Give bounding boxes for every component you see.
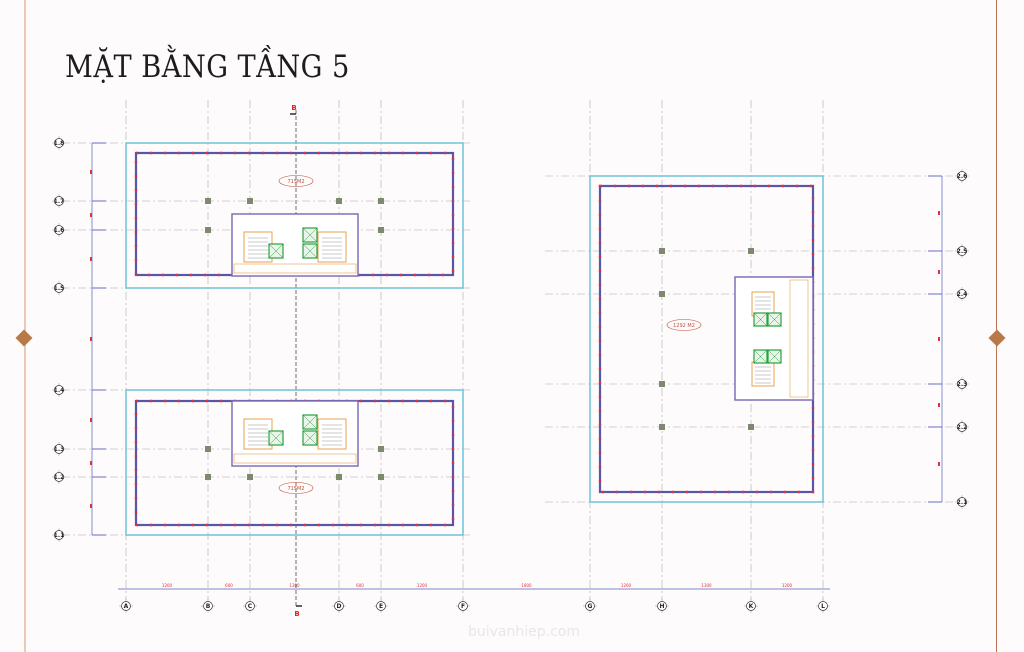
structural-column	[336, 474, 342, 480]
stair	[317, 418, 347, 450]
grid-bubble-F: F	[456, 599, 470, 613]
structural-column	[659, 424, 665, 430]
svg-text:2.2: 2.2	[957, 424, 968, 431]
area-label-ellipse	[278, 175, 314, 187]
svg-text:E: E	[379, 603, 383, 610]
svg-text:B: B	[206, 603, 211, 610]
grid-bubble-2.3: 2.3	[955, 377, 969, 391]
grid-bubble-1.4: 1.4	[52, 383, 66, 397]
structural-column	[659, 248, 665, 254]
structural-column	[748, 248, 754, 254]
svg-text:1.8: 1.8	[54, 140, 65, 147]
right-frame-line	[996, 0, 997, 652]
grid-bubble-2.2: 2.2	[955, 420, 969, 434]
svg-text:1.5: 1.5	[54, 285, 65, 292]
area-label: 715M2	[287, 179, 304, 185]
grid-bubble-1.5: 1.5	[52, 281, 66, 295]
watermark: buivanhiep.com	[468, 624, 580, 640]
svg-text:1.4: 1.4	[54, 387, 65, 394]
structural-column	[748, 424, 754, 430]
grid-bubble-1.7: 1.7	[52, 194, 66, 208]
dimension-text: 1200	[621, 583, 632, 588]
svg-text:K: K	[749, 603, 754, 610]
dimension-text: 1300	[289, 583, 300, 588]
structural-column	[205, 227, 211, 233]
structural-column	[205, 446, 211, 452]
area-label-ellipse	[278, 482, 314, 494]
grid-bubble-1.8: 1.8	[52, 136, 66, 150]
section-marker-bottom: B	[294, 610, 299, 618]
area-label: 1292 M2	[673, 323, 695, 329]
grid-bubble-C: C	[243, 599, 257, 613]
svg-text:2.4: 2.4	[957, 291, 968, 298]
stair	[317, 231, 347, 263]
grid-bubble-E: E	[374, 599, 388, 613]
structural-column	[205, 198, 211, 204]
grid-bubble-2.1: 2.1	[955, 495, 969, 509]
grid-bubble-L: L	[816, 599, 830, 613]
grid-bubble-H: H	[655, 599, 669, 613]
toilet-row	[233, 453, 357, 464]
svg-text:1.6: 1.6	[54, 227, 65, 234]
toilet-row	[233, 263, 357, 274]
area-label-ellipse	[666, 319, 702, 331]
svg-text:A: A	[124, 603, 129, 610]
dimension-text: 1800	[521, 583, 532, 588]
grid-bubble-A: A	[119, 599, 133, 613]
core-tower-2	[734, 276, 814, 401]
grid-bubble-2.5: 2.5	[955, 244, 969, 258]
grid-bubble-B: B	[201, 599, 215, 613]
svg-text:1.3: 1.3	[54, 446, 65, 453]
svg-text:2.1: 2.1	[957, 499, 968, 506]
dimension-text: 1300	[701, 583, 712, 588]
svg-text:1.2: 1.2	[54, 474, 65, 481]
svg-text:2.6: 2.6	[957, 173, 968, 180]
structural-column	[659, 381, 665, 387]
svg-text:D: D	[337, 603, 342, 610]
svg-text:C: C	[248, 603, 253, 610]
section-marker-top: B	[291, 104, 296, 112]
structural-column	[378, 198, 384, 204]
structural-column	[378, 227, 384, 233]
grid-bubble-D: D	[332, 599, 346, 613]
left-frame-line	[24, 0, 26, 652]
grid-bubble-1.1: 1.1	[52, 528, 66, 542]
svg-text:1.1: 1.1	[54, 532, 65, 539]
area-label: 715M2	[287, 486, 304, 492]
structural-column	[247, 198, 253, 204]
grid-bubble-K: K	[744, 599, 758, 613]
structural-column	[247, 474, 253, 480]
grid-bubble-2.6: 2.6	[955, 169, 969, 183]
svg-text:2.3: 2.3	[957, 381, 968, 388]
core-tower-1-south	[231, 400, 359, 467]
grid-bubble-2.4: 2.4	[955, 287, 969, 301]
svg-text:L: L	[821, 603, 825, 610]
dimension-text: 1200	[782, 583, 793, 588]
svg-text:1.7: 1.7	[54, 198, 65, 205]
structural-column	[205, 474, 211, 480]
dimension-text: 600	[356, 583, 364, 588]
structural-column	[336, 198, 342, 204]
toilet-column	[789, 279, 809, 398]
grid-bubble-1.2: 1.2	[52, 470, 66, 484]
structural-column	[378, 446, 384, 452]
dimension-text: 1200	[417, 583, 428, 588]
svg-text:G: G	[588, 603, 593, 610]
svg-text:2.5: 2.5	[957, 248, 968, 255]
page-title: MẶT BẰNG TẦNG 5	[65, 48, 350, 85]
svg-text:H: H	[659, 603, 664, 610]
core-tower-1-north	[231, 213, 359, 277]
grid-bubble-G: G	[583, 599, 597, 613]
svg-text:F: F	[461, 603, 465, 610]
structural-column	[378, 474, 384, 480]
dimension-text: 1200	[162, 583, 173, 588]
grid-bubble-1.3: 1.3	[52, 442, 66, 456]
grid-bubble-1.6: 1.6	[52, 223, 66, 237]
structural-column	[659, 291, 665, 297]
dimension-text: 600	[225, 583, 233, 588]
